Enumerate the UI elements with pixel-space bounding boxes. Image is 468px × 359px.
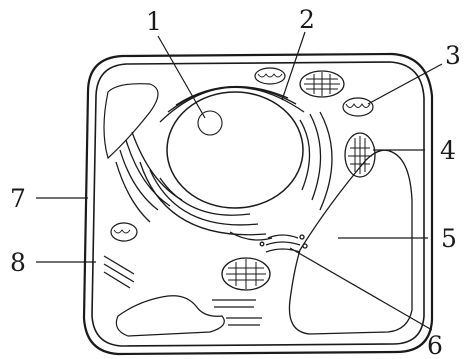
nucleus bbox=[167, 92, 303, 208]
label-6: 6 bbox=[427, 331, 443, 359]
chloroplast-top bbox=[300, 71, 344, 97]
chloroplast-right bbox=[345, 133, 375, 177]
chloroplast-bottom bbox=[222, 258, 270, 290]
mitochondrion-top bbox=[255, 68, 285, 84]
label-2: 2 bbox=[299, 5, 315, 34]
vacuole-bottom bbox=[116, 296, 224, 336]
vacuole-top-left bbox=[104, 84, 158, 158]
nucleolus bbox=[198, 111, 222, 135]
endoplasmic-reticulum bbox=[116, 87, 332, 240]
label-5: 5 bbox=[441, 224, 457, 253]
er-stacks-bottom bbox=[104, 256, 262, 325]
label-7: 7 bbox=[10, 184, 26, 213]
label-8: 8 bbox=[10, 248, 26, 277]
label-3: 3 bbox=[445, 41, 461, 70]
mitochondrion-right-small bbox=[343, 98, 373, 116]
vacuole-large bbox=[289, 150, 412, 334]
label-1: 1 bbox=[146, 7, 162, 36]
mitochondrion-left bbox=[111, 223, 137, 241]
leader-lines bbox=[36, 32, 442, 330]
label-4: 4 bbox=[440, 136, 456, 165]
